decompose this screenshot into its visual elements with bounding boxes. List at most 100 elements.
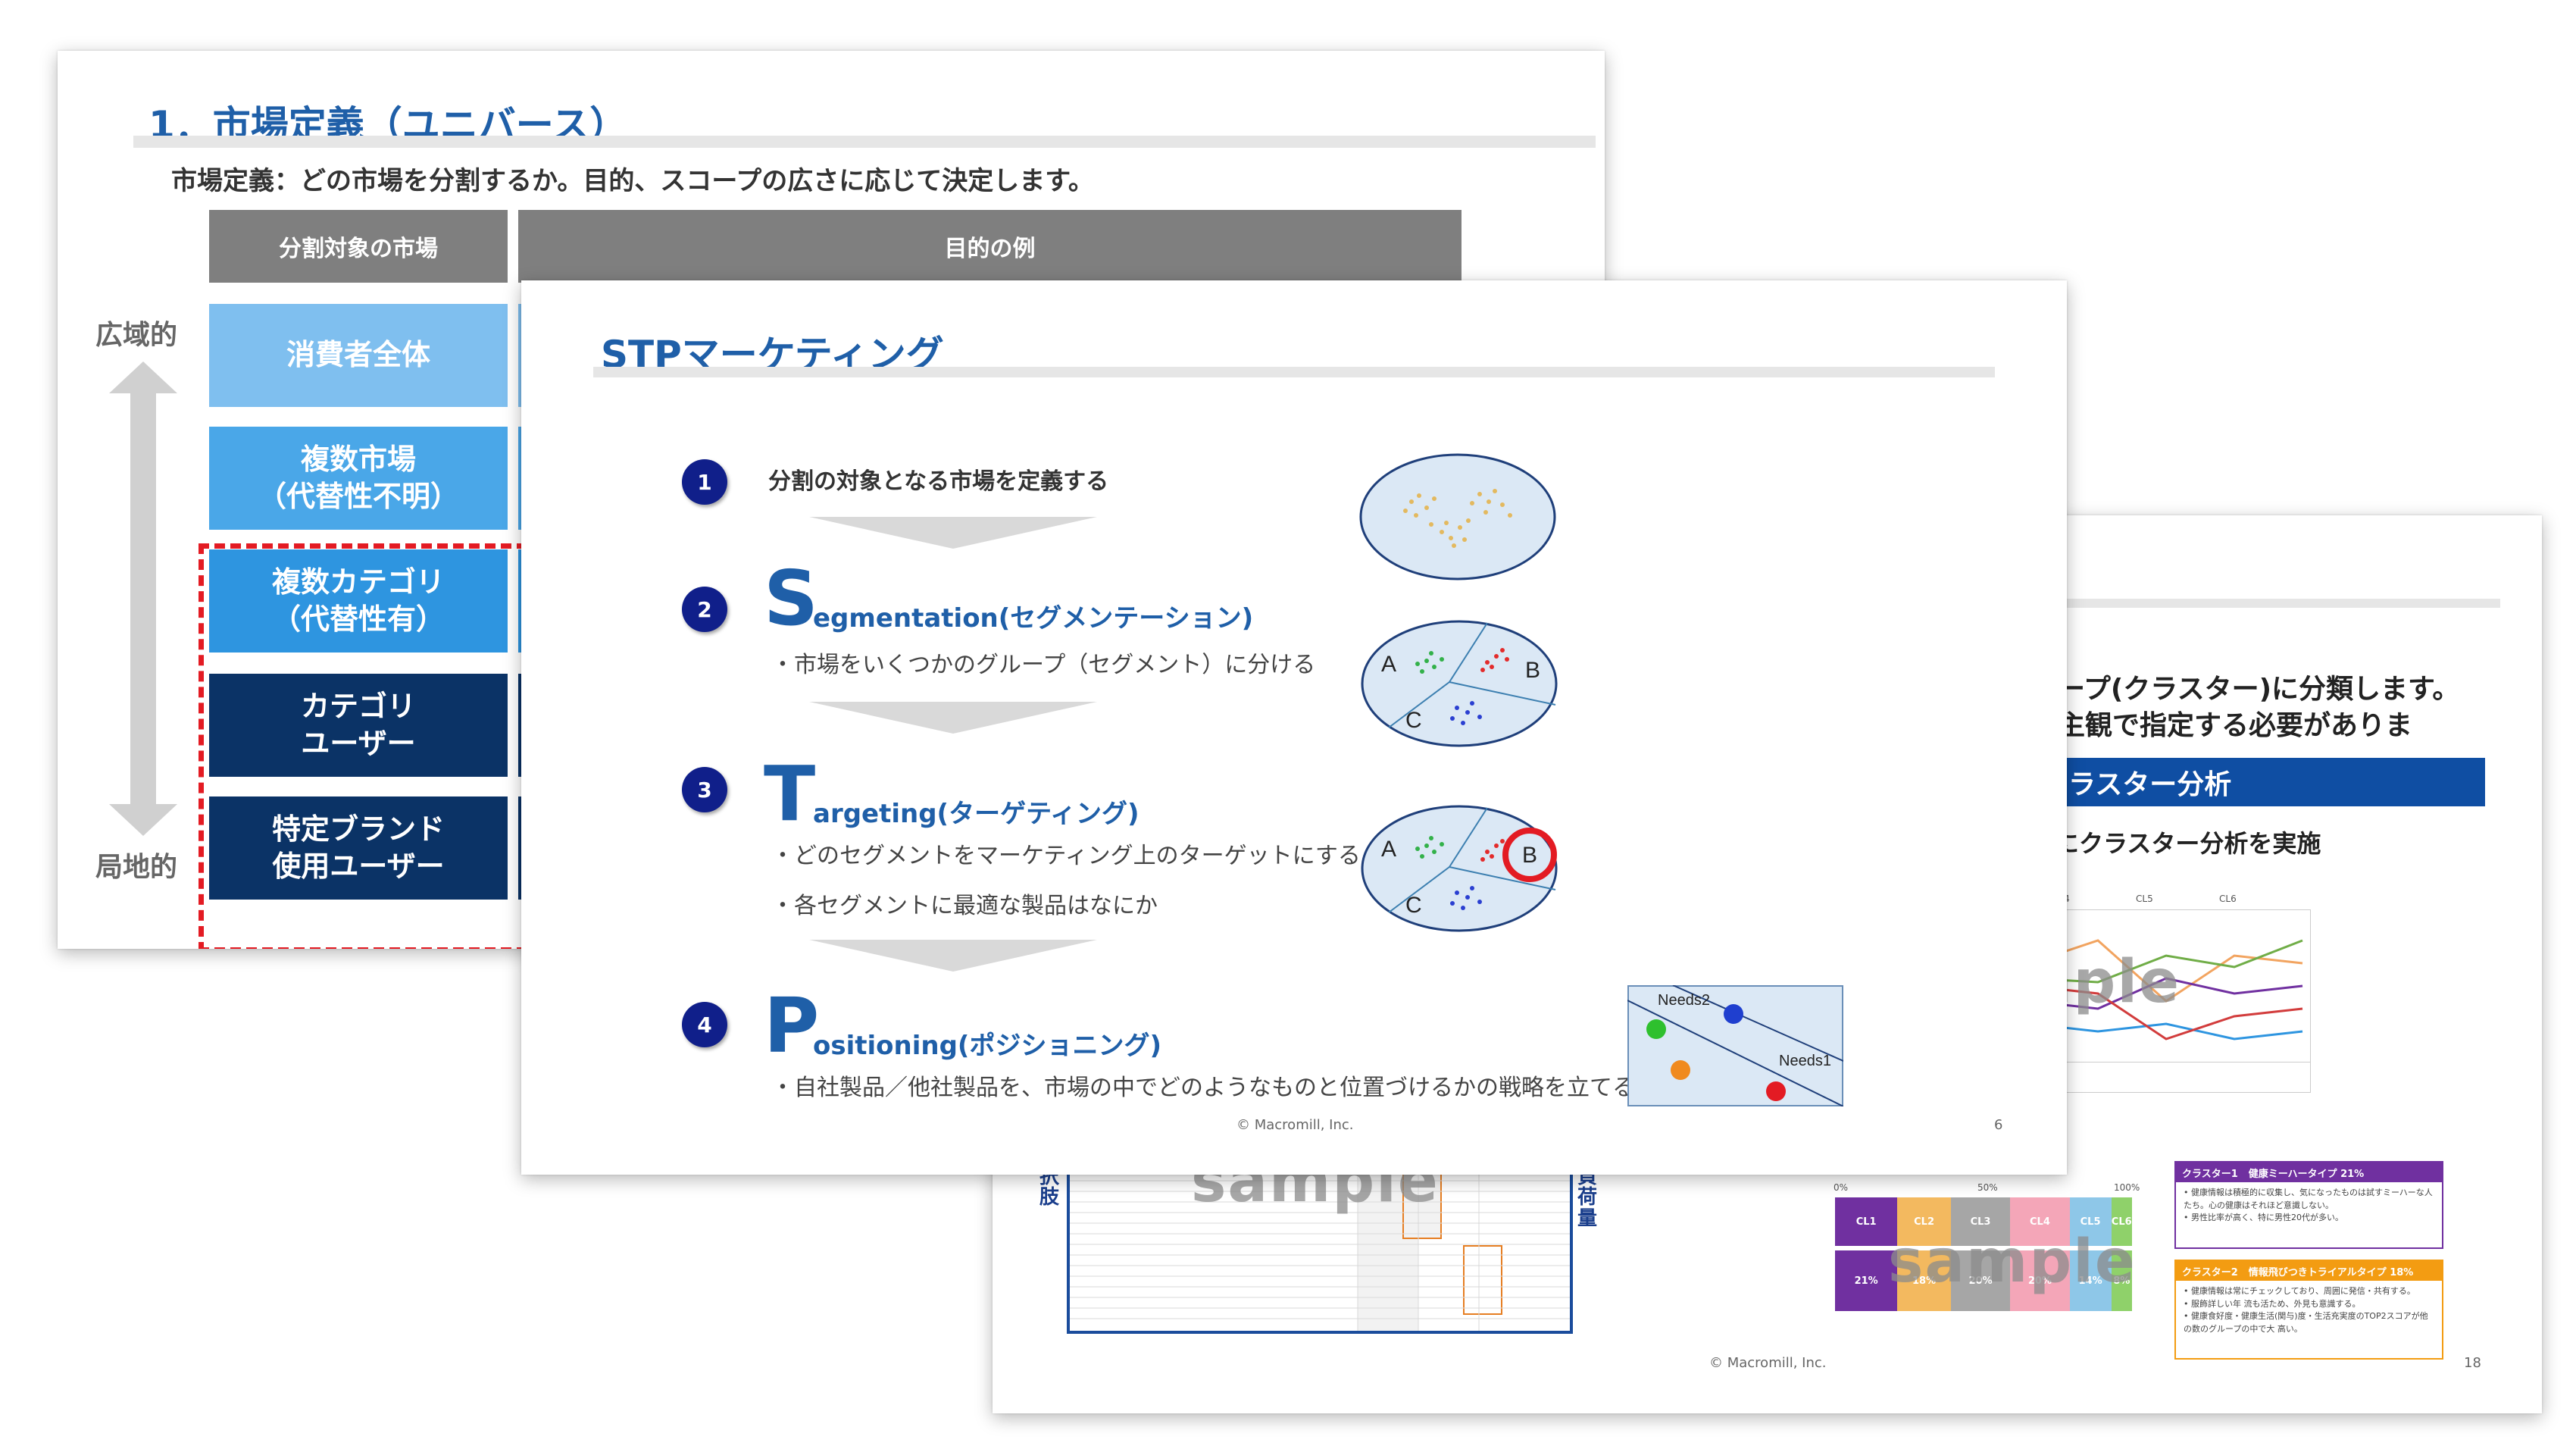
footer-copyright: © Macromill, Inc. <box>1236 1117 1354 1133</box>
card-bullet: • 健康情報は常にチェックしており、周囲に発信・共有する。 <box>2184 1286 2415 1296</box>
step-3-desc-2: ・各セグメントに最適な製品はなにか <box>771 893 1158 919</box>
card-title: 情報飛びつきトライアルタイプ 18% <box>2248 1266 2414 1278</box>
body-text: ループ(クラスター)に分類します。 <box>2030 674 2460 705</box>
section-banner: クラスター分析 <box>2030 758 2485 806</box>
legend-item: CL6 <box>2219 893 2237 904</box>
table-grid <box>1070 1169 1570 1331</box>
segment-label: B <box>1525 658 1540 683</box>
loading-table: sample <box>1067 1147 1573 1334</box>
slide-stp-marketing: STPマーケティング 1 分割の対象となる市場を定義する 2 S egmenta… <box>521 280 2067 1175</box>
market-sublabel: （代替性有） <box>271 602 445 636</box>
chart-x-axis <box>2030 1062 2310 1093</box>
bar-axis-label: 100% <box>2114 1182 2140 1193</box>
step-4-desc: ・自社製品／他社製品を、市場の中でどのようなものと位置づけるかの戦略を立てる <box>771 1075 1635 1101</box>
double-arrow-icon <box>109 361 177 836</box>
title-underline <box>2030 599 2500 608</box>
segment-label: C <box>1405 893 1422 918</box>
header-market: 分割対象の市場 <box>209 210 508 283</box>
bar-segment: CL2 <box>1897 1197 1951 1246</box>
market-label: 複数カテゴリ <box>271 565 445 599</box>
card-title: 健康ミーハータイプ 21% <box>2248 1168 2365 1180</box>
targeting-illustration: A B C <box>1358 799 1571 935</box>
step-4-title: ositioning(ポジショニング) <box>813 1031 1161 1061</box>
market-sublabel: （代替性不明） <box>257 480 459 513</box>
card-tag: クラスター2 <box>2182 1266 2238 1278</box>
step-2-title: egmentation(セグメンテーション) <box>813 603 1254 634</box>
line-chart: CL4 CL5 CL6 nple <box>2029 893 2311 1093</box>
chevron-down-icon <box>809 517 1097 549</box>
step-2-initial: S <box>764 554 819 643</box>
step-2-desc: ・市場をいくつかのグループ（セグメント）に分ける <box>771 652 1316 678</box>
market-category-users: カテゴリ ユーザー <box>209 674 508 777</box>
body-text: を主観で指定する必要がありま <box>2030 710 2413 741</box>
axis-label-local: 局地的 <box>95 852 178 883</box>
step-number-1: 1 <box>682 459 727 505</box>
segmentation-illustration: A B C <box>1358 614 1571 750</box>
card-header: クラスター2 情報飛びつきトライアルタイプ 18% <box>2176 1261 2442 1281</box>
bar-bottom: 21% 18% 20% 20% 14% 8% <box>1835 1250 2132 1311</box>
step-number-3: 3 <box>682 767 727 812</box>
step-1-text: 分割の対象となる市場を定義する <box>768 468 1109 495</box>
page-number: 6 <box>1994 1117 2003 1133</box>
chart-lines <box>2030 939 2303 1041</box>
needs2-label: Needs2 <box>1658 992 1710 1009</box>
step-3-desc-1: ・どのセグメントをマーケティング上のターゲットにするか <box>771 843 1383 869</box>
bar-axis-label: 0% <box>1834 1182 1849 1193</box>
segment-label: A <box>1381 652 1396 677</box>
chevron-down-icon <box>809 702 1097 734</box>
body-text: 基にクラスター分析を実施 <box>2030 829 2321 858</box>
card-bullet: • 服飾詳しい年 流も活ため、外見も意識する。 <box>2184 1298 2361 1309</box>
market-label: カテゴリ <box>300 689 416 723</box>
title-underline <box>593 367 1995 377</box>
header-purpose: 目的の例 <box>518 210 1462 283</box>
cluster-card-2: クラスター2 情報飛びつきトライアルタイプ 18% • 健康情報は常にチェックし… <box>2174 1260 2443 1360</box>
market-label: 消費者全体 <box>286 338 430 372</box>
bar-pct: 14% <box>2069 1250 2112 1311</box>
step-3-initial: T <box>764 750 816 838</box>
bar-segment: CL6 <box>2111 1197 2132 1246</box>
watermark: sample <box>1888 1228 2137 1296</box>
bar-pct: 20% <box>1950 1250 2011 1311</box>
segment-label: A <box>1381 837 1396 862</box>
market-label: 複数市場 <box>300 442 416 476</box>
market-sublabel: ユーザー <box>301 727 416 760</box>
bar-pct: 20% <box>2010 1250 2070 1311</box>
bar-axis-label: 50% <box>1977 1182 1998 1193</box>
card-bullet: • 男性比率が高く、特に男性20代が多い。 <box>2184 1213 2343 1222</box>
card-header: クラスター1 健康ミーハータイプ 21% <box>2176 1163 2442 1182</box>
bar-segment: CL1 <box>1835 1197 1898 1246</box>
step-number-4: 4 <box>682 1002 727 1047</box>
card-bullet: • 健康食好度・健康生活(関与)度・生活充実度のTOP2スコアが他の数のグループ… <box>2184 1311 2428 1334</box>
title-underline <box>133 136 1596 148</box>
market-brand-users: 特定ブランド 使用ユーザー <box>209 796 508 900</box>
side-label: 負荷量 <box>1577 1166 1597 1230</box>
chevron-down-icon <box>809 940 1097 972</box>
market-multi: 複数市場 （代替性不明） <box>209 427 508 530</box>
bar-pct: 8% <box>2111 1250 2132 1311</box>
bar-top: CL1 CL2 CL3 CL4 CL5 CL6 <box>1835 1197 2132 1246</box>
segment-label-target: B <box>1522 843 1537 868</box>
step-3-title: argeting(ターゲティング) <box>813 799 1140 829</box>
axis-label-wide: 広域的 <box>95 320 178 351</box>
card-tag: クラスター1 <box>2182 1168 2238 1180</box>
slide-subtitle: 市場定義：どの市場を分割するか。目的、スコープの広さに応じて決定します。 <box>171 166 1094 196</box>
bar-segment: CL4 <box>2010 1197 2070 1246</box>
segment-label: C <box>1405 708 1422 733</box>
positioning-map-illustration: Needs2 Needs1 <box>1627 985 1843 1106</box>
bar-segment: CL5 <box>2069 1197 2112 1246</box>
market-label: 特定ブランド <box>271 812 445 846</box>
cluster-card-1: クラスター1 健康ミーハータイプ 21% • 健康情報は積極的に収集し、気になっ… <box>2174 1161 2443 1249</box>
market-multi-category: 複数カテゴリ （代替性有） <box>209 549 508 653</box>
market-ellipse-illustration <box>1358 449 1563 585</box>
bar-pct: 21% <box>1835 1250 1898 1311</box>
stacked-bar-chart: CL1 CL2 CL3 CL4 CL5 CL6 21% 18% 20% 20% … <box>1835 1197 2135 1319</box>
market-consumer-all: 消費者全体 <box>209 304 508 407</box>
legend-item: CL5 <box>2136 893 2153 904</box>
needs1-label: Needs1 <box>1779 1053 1831 1069</box>
page-number: 18 <box>2464 1355 2481 1371</box>
card-body: • 健康情報は常にチェックしており、周囲に発信・共有する。 • 服飾詳しい年 流… <box>2176 1281 2442 1340</box>
step-4-initial: P <box>764 981 820 1070</box>
bar-pct: 18% <box>1897 1250 1951 1311</box>
card-bullet: • 健康情報は積極的に収集し、気になったものは試すミーハーな人たち。心の健康はそ… <box>2184 1188 2433 1210</box>
market-sublabel: 使用ユーザー <box>272 850 445 883</box>
